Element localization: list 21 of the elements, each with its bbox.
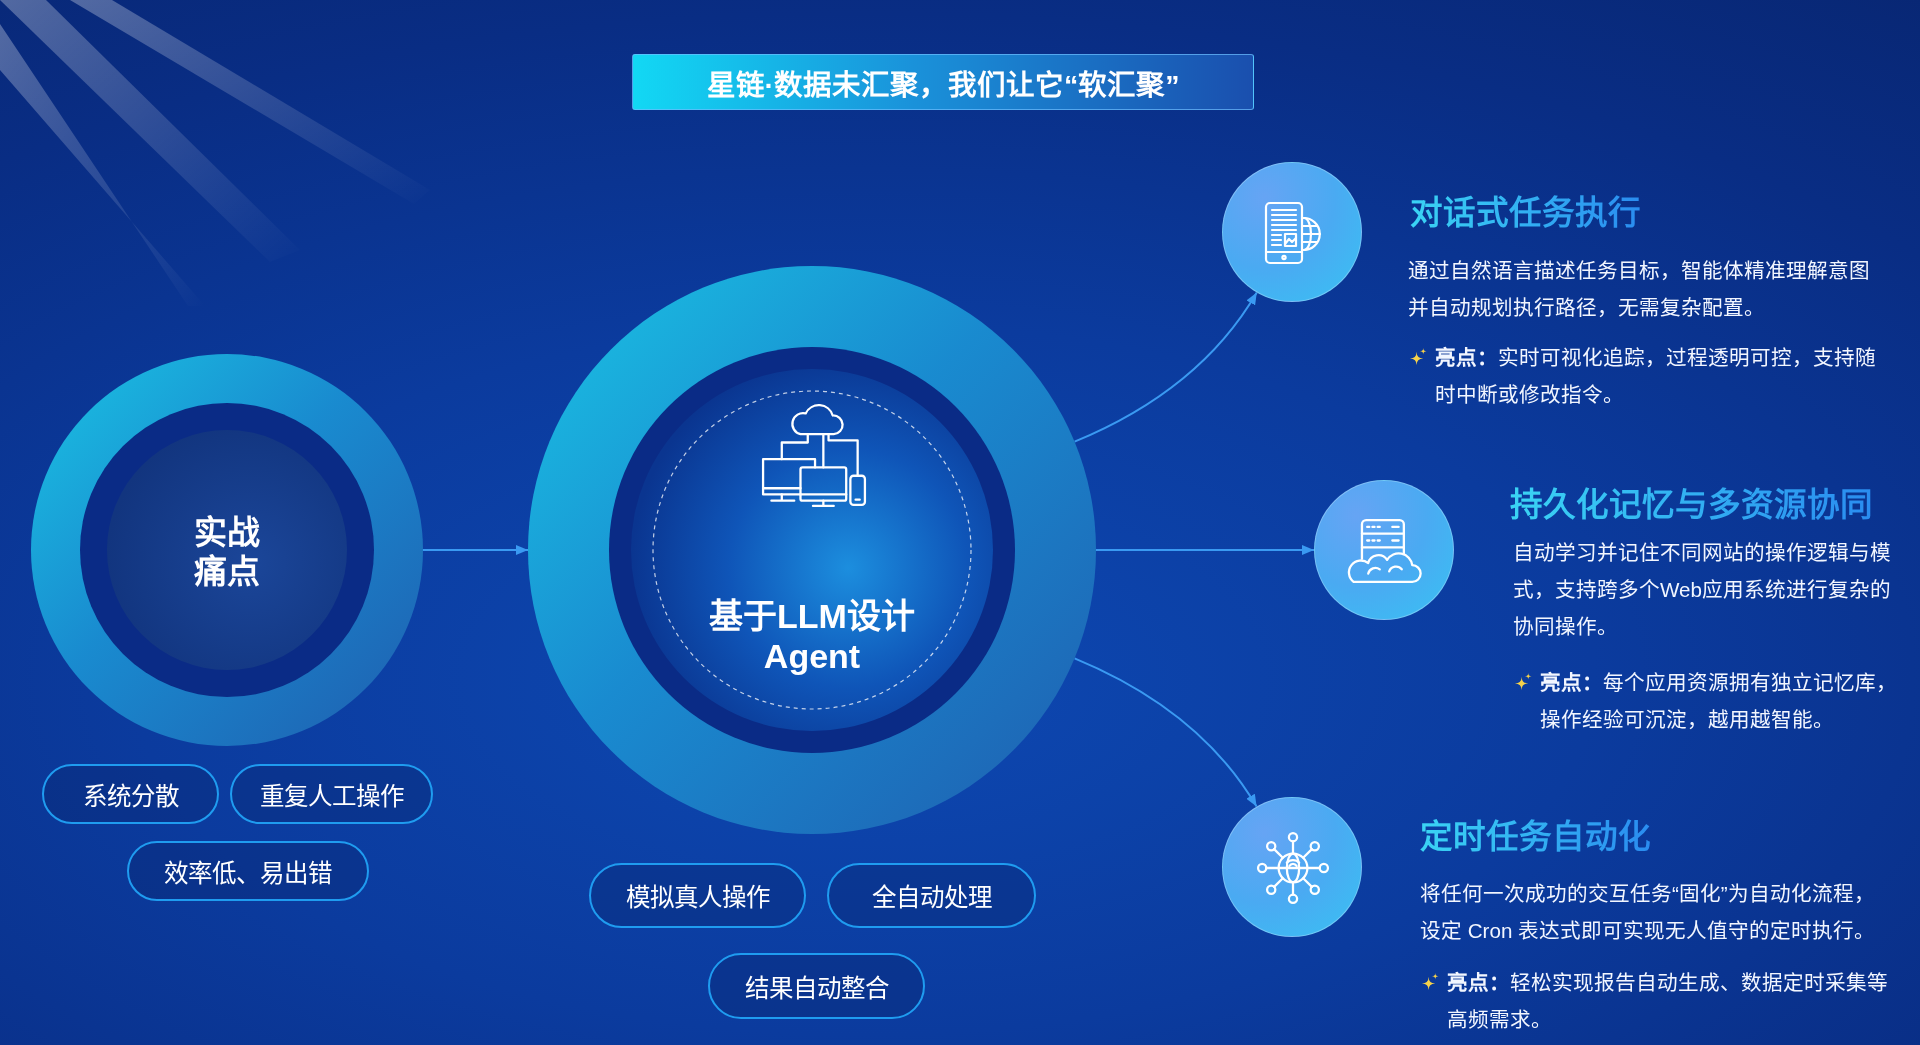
description-text: 将任何一次成功的交互任务“固化”为自动化流程，设定 Cron 表达式即可实现无人值守的定时执行。 bbox=[1420, 880, 1877, 944]
highlight-text: 亮点：实时可视化追踪，过程透明可控，支持随时中断或修改指令。 bbox=[1435, 344, 1877, 408]
curved-arrow bbox=[1073, 657, 1258, 808]
pill-tag: 结果自动整合 bbox=[708, 953, 925, 1019]
circle-label: 基于LLM设计 Agent bbox=[708, 596, 916, 676]
description-text: 自动学习并记住不同网站的操作逻辑与模式，支持跨多个Web应用系统进行复杂的协同操作。 bbox=[1513, 539, 1892, 640]
pill-tag: 模拟真人操作 bbox=[589, 863, 806, 928]
pill-tag: 效率低、易出错 bbox=[127, 841, 369, 901]
ring-circle bbox=[30, 354, 423, 746]
arrow bbox=[1095, 545, 1315, 555]
pill-tag: 重复人工操作 bbox=[230, 764, 433, 824]
pill-tag: 系统分散 bbox=[42, 764, 219, 824]
highlight-text: 亮点：轻松实现报告自动生成、数据定时采集等高频需求。 bbox=[1447, 969, 1889, 1033]
pill-tag: 全自动处理 bbox=[827, 863, 1036, 928]
description-text: 通过自然语言描述任务目标，智能体精准理解意图并自动规划执行路径，无需复杂配置。 bbox=[1408, 257, 1871, 321]
highlight-text: 亮点：每个应用资源拥有独立记忆库，操作经验可沉淀，越用越智能。 bbox=[1540, 669, 1898, 733]
curved-arrow bbox=[1073, 291, 1258, 443]
title-banner: 星链·数据未汇聚，我们让它“软汇聚” bbox=[632, 54, 1254, 110]
circle-label: 实战痛点 bbox=[192, 513, 261, 591]
ring-circle bbox=[528, 266, 1096, 834]
arrow bbox=[421, 545, 529, 555]
